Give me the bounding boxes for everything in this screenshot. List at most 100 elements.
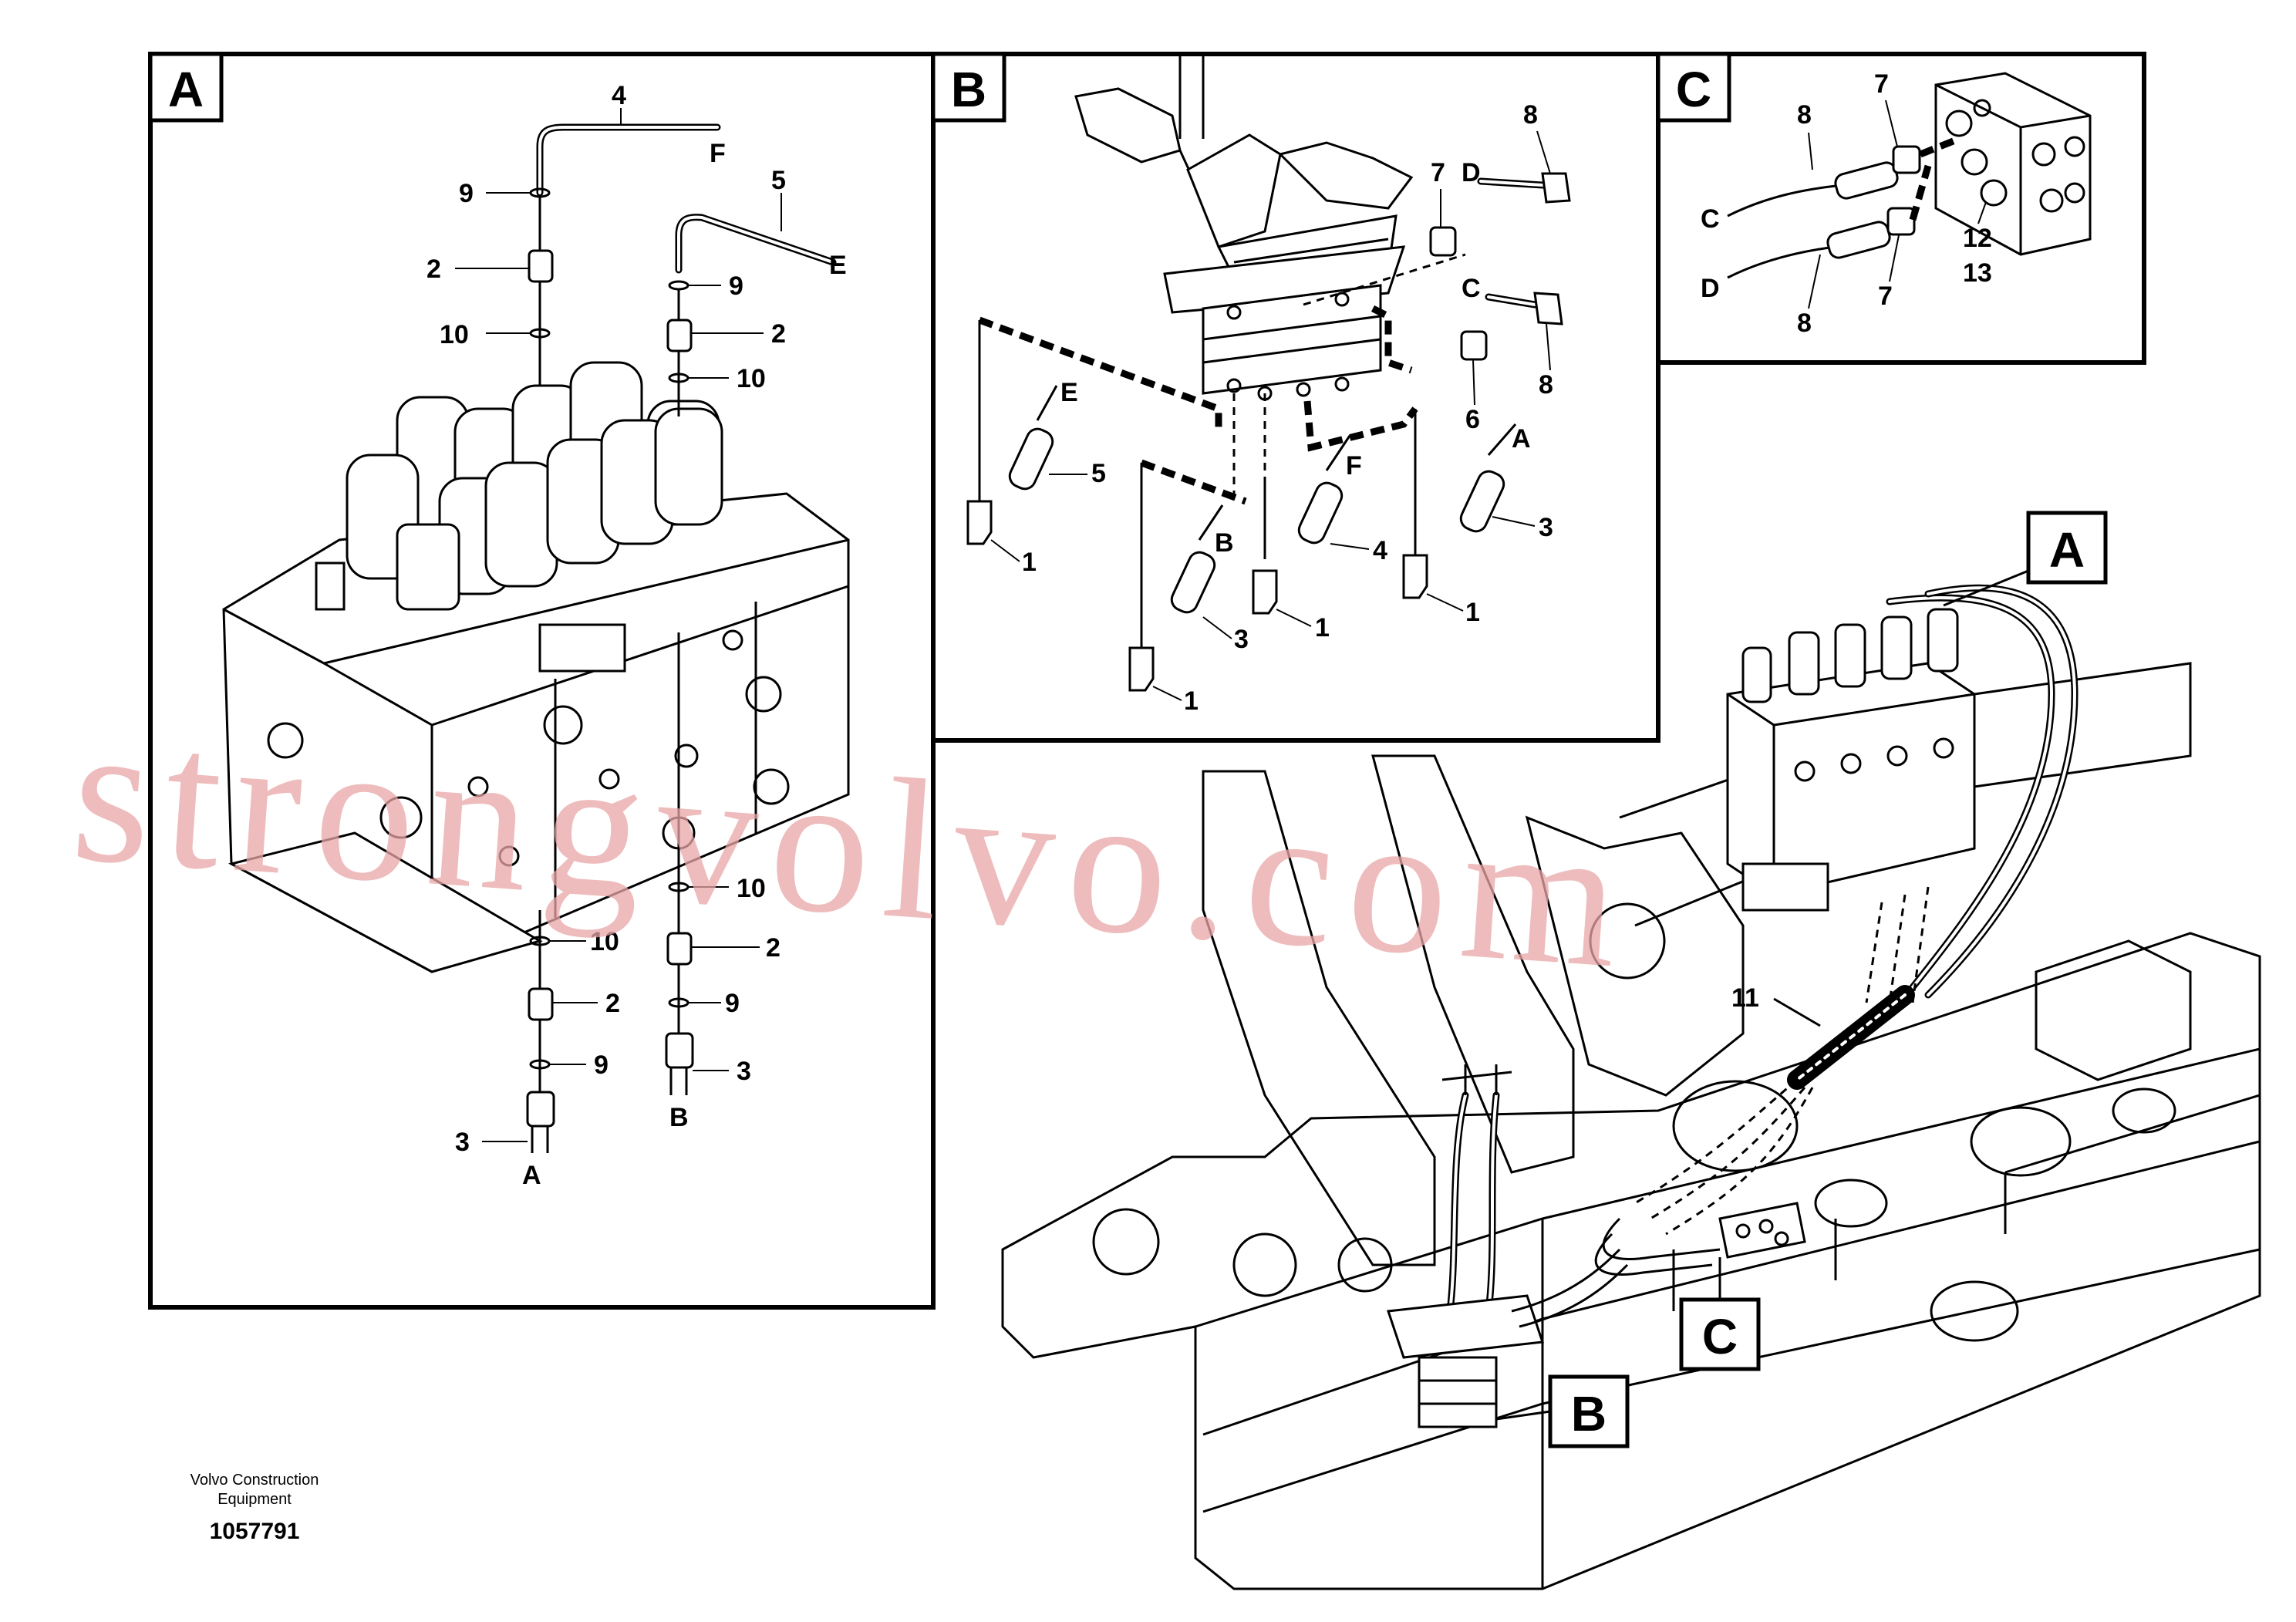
manifold-port-1: [1735, 1223, 1751, 1239]
panel-c: C 8 7 C D 8 7 12 13: [1656, 52, 2146, 365]
joystick-to-manifold-hoses: [1511, 1248, 1629, 1328]
c-manifold-block: [1934, 72, 2092, 256]
panel-a-control-valve: [222, 361, 850, 973]
joystick-rocker-right: [1278, 141, 1414, 210]
manifold-port-3: [1774, 1231, 1789, 1246]
main-assembly: A B C 11: [1001, 511, 2261, 1590]
main-tag-c-text: C: [1702, 1309, 1738, 1364]
callout-a-9-top: 9: [459, 179, 474, 208]
callout-c-8-bot: 8: [1797, 309, 1812, 338]
callout-b-3-right: 3: [1539, 513, 1553, 542]
hose-bundle-sleeve-inner: [1795, 993, 1907, 1081]
callout-b-d: D: [1462, 158, 1481, 187]
callout-c-7-top-leader: [1885, 99, 1898, 147]
elbow-1-c: [1128, 646, 1155, 692]
valve-port-3: [1886, 745, 1908, 767]
callout-b-1-d-leader: [1426, 593, 1464, 612]
callout-c-7-top: 7: [1874, 69, 1889, 99]
boom-bracket-left: [1202, 770, 1436, 1266]
valve-solenoid-3: [1880, 615, 1913, 680]
pin-hole-left: [1092, 1208, 1160, 1276]
nut-3-left: [526, 1091, 555, 1128]
callout-c-8-top-leader: [1808, 132, 1813, 170]
callout-a-f: F: [710, 139, 726, 168]
joystick-body-lines: [1419, 1379, 1496, 1405]
hose-c-inner: [1487, 295, 1536, 306]
valve-solenoid-1: [1788, 631, 1820, 696]
callout-b-4: 4: [1373, 536, 1387, 565]
hose-d-inner: [1479, 180, 1544, 187]
callout-a-10-top: 10: [440, 320, 469, 349]
hose-end-5: [1008, 427, 1054, 491]
pin-hole-mid: [1232, 1233, 1297, 1297]
callout-a-3-left: 3: [455, 1128, 470, 1157]
valve-solenoid-2: [1834, 623, 1866, 688]
main-tag-b-box: [1548, 1374, 1630, 1448]
hose-end-3-mid: [1170, 551, 1216, 614]
callout-a-2-mid: 2: [771, 319, 786, 349]
callout-b-3-right-leader: [1492, 516, 1536, 527]
callout-c-d: D: [1701, 274, 1720, 303]
joystick-hose-2-inner: [1487, 1094, 1498, 1313]
c-port-3: [1980, 179, 2008, 207]
nut-3-left-pipe: [531, 1126, 549, 1153]
callout-11: 11: [1731, 983, 1759, 1013]
frame-hole-1: [1970, 1106, 2072, 1177]
callout-b-5: 5: [1091, 459, 1106, 488]
main-tag-a: A: [1943, 511, 2108, 607]
callout-a-10-low: 10: [737, 874, 766, 903]
callout-b-1-d: 1: [1465, 598, 1480, 627]
callout-a-2-low2: 2: [766, 933, 781, 963]
callout-b-3-mid: 3: [1234, 625, 1249, 654]
callout-a-4: 4: [612, 81, 626, 110]
c-hidden-routes: [1909, 135, 1961, 221]
hose-d-fitting: [1541, 172, 1571, 204]
panel-a: A: [148, 52, 936, 1310]
adapter-2-top: [528, 249, 554, 283]
callout-a-2-top: 2: [426, 255, 441, 284]
callout-a-10-low2: 10: [590, 927, 619, 956]
callout-b-1-b-leader: [1276, 609, 1312, 627]
footer-company-line2: Equipment: [217, 1491, 292, 1508]
callout-b-b: B: [1215, 528, 1234, 558]
boom-plate: [1525, 815, 1745, 1097]
joystick-handle: [1441, 1064, 1512, 1095]
main-hose-1-inner: [1888, 596, 2054, 989]
callout-c-8-bot-leader: [1808, 254, 1821, 309]
c-port-1: [1945, 110, 1973, 137]
joystick-bolt-2: [1334, 292, 1350, 307]
port-3: [543, 705, 583, 745]
panel-b-joystick: [1074, 54, 1414, 401]
port-2: [379, 796, 423, 839]
hose-end-4: [1297, 481, 1344, 545]
joystick-bolt-1: [1226, 305, 1242, 320]
valve-sensor: [538, 623, 626, 673]
footer-company-line1: Volvo Construction: [190, 1472, 319, 1489]
main-tag-a-box: [2026, 511, 2108, 585]
joystick-housing: [1202, 284, 1382, 395]
panel-a-tag-box: [148, 52, 224, 123]
callout-c-12: 12: [1963, 224, 1992, 253]
panel-a-tag: A: [168, 62, 204, 117]
port-6: [753, 768, 790, 805]
panel-b-tag: B: [951, 62, 986, 117]
callout-a-a: A: [522, 1161, 541, 1190]
nut-3-right-pipe: [669, 1067, 688, 1095]
route-hidden-center: [1232, 393, 1266, 501]
hose-5-inner: [677, 215, 834, 271]
footer: Volvo Construction Equipment 1057791: [190, 1472, 319, 1544]
callout-b-4-leader: [1330, 543, 1370, 550]
rear-edge: [2004, 1094, 2261, 1174]
elbow-1-a: [966, 500, 993, 545]
callout-b-8-right: 8: [1539, 370, 1553, 400]
elbow-1-d: [1402, 554, 1428, 599]
frame-mid-edge: [1202, 1140, 2261, 1436]
callout-b-f: F: [1346, 451, 1362, 481]
port-8: [467, 776, 489, 798]
adapter-6-b: [1460, 330, 1488, 361]
port-11: [722, 629, 743, 651]
hose-4-inner: [538, 126, 719, 194]
callout-b-7: 7: [1431, 158, 1445, 187]
hidden-hoses-valve: [1865, 886, 1930, 1003]
callout-a-5: 5: [771, 166, 786, 195]
